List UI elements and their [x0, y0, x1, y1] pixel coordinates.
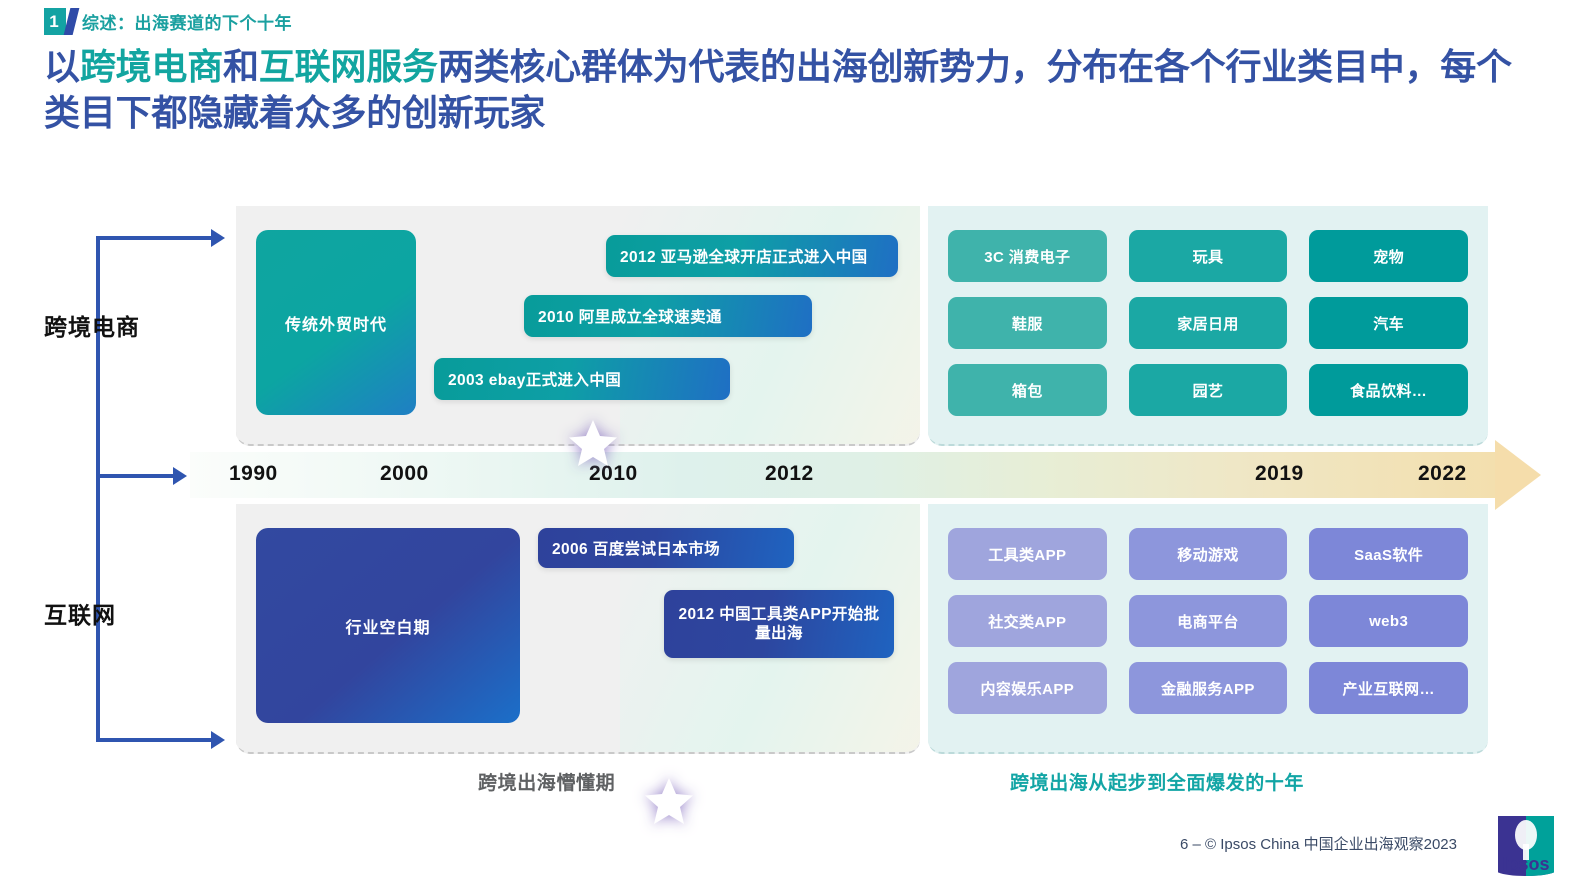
ecommerce-category-tile[interactable]: 箱包	[948, 364, 1107, 416]
timeline-diagram: 跨境电商 互联网 传统外贸时代 2012 亚马逊全球开店正式进入中国 2010 …	[0, 190, 1587, 824]
section-title: 综述：出海赛道的下个十年	[82, 14, 292, 33]
timeline-year-2012: 2012	[765, 462, 814, 485]
title-segment-2: 和	[223, 46, 259, 87]
ecommerce-era-block: 传统外贸时代	[256, 230, 416, 415]
ecommerce-category-tile[interactable]: 宠物	[1309, 230, 1468, 282]
title-segment-3: 两类核心群体为代表的出海创新势力，分布在各个行业类目中，每个类目下都隐藏着众多的…	[44, 46, 1512, 134]
ipsos-logo: Ipsos	[1489, 816, 1563, 876]
internet-category-tile[interactable]: 工具类APP	[948, 528, 1107, 580]
rail-label-ecommerce: 跨境电商	[44, 314, 140, 340]
internet-category-tile[interactable]: 金融服务APP	[1128, 662, 1288, 714]
timeline-year-2000: 2000	[380, 462, 429, 485]
timeline-year-2010: 2010	[589, 462, 638, 485]
ecommerce-category-tile[interactable]: 食品饮料…	[1309, 364, 1468, 416]
title-highlight-internet-services: 互联网服务	[258, 46, 438, 87]
ecommerce-category-tile[interactable]: 鞋服	[948, 297, 1107, 349]
ecommerce-category-tile[interactable]: 园艺	[1128, 364, 1288, 416]
internet-category-tile[interactable]: SaaS软件	[1309, 528, 1468, 580]
timeline-arrow-head	[1495, 440, 1541, 510]
connector-arrow-top	[96, 229, 225, 247]
internet-category-tile[interactable]: 电商平台	[1128, 595, 1288, 647]
ecommerce-category-tile[interactable]: 汽车	[1309, 297, 1468, 349]
ecommerce-category-tile[interactable]: 3C 消费电子	[948, 230, 1107, 282]
internet-category-tile[interactable]: 产业互联网…	[1309, 662, 1468, 714]
section-number-badge: 1	[44, 8, 80, 35]
internet-event-2: 2012 中国工具类APP开始批量出海	[664, 590, 894, 658]
connector-arrow-bottom	[96, 731, 225, 749]
internet-category-tile[interactable]: web3	[1309, 595, 1468, 647]
timeline-year-2022: 2022	[1418, 462, 1467, 485]
internet-category-tile[interactable]: 移动游戏	[1128, 528, 1288, 580]
caption-left: 跨境出海懵懂期	[478, 773, 616, 794]
slide-header: 1 综述：出海赛道的下个十年	[44, 8, 292, 35]
svg-text:Ipsos: Ipsos	[1502, 854, 1549, 874]
ecommerce-category-grid: 3C 消费电子玩具宠物鞋服家居日用汽车箱包园艺食品饮料…	[948, 230, 1468, 416]
ecommerce-category-tile[interactable]: 家居日用	[1128, 297, 1288, 349]
title-highlight-cross-border-ecommerce: 跨境电商	[79, 46, 224, 87]
rail-label-internet: 互联网	[44, 602, 116, 628]
connector-rail-line	[96, 236, 100, 742]
internet-category-panel: 工具类APP 移动游戏 SaaS软件社交类APP 电商平台 web3 内容娱乐APP 金融服…	[928, 504, 1488, 754]
timeline-bar	[190, 452, 1495, 498]
internet-category-grid: 工具类APP 移动游戏 SaaS软件社交类APP 电商平台 web3 内容娱乐APP 金融服…	[948, 528, 1468, 714]
ecommerce-category-panel: 3C 消费电子玩具宠物鞋服家居日用汽车箱包园艺食品饮料…	[928, 206, 1488, 446]
title-segment-1: 以	[44, 46, 80, 87]
connector-arrow-middle	[96, 467, 187, 485]
internet-category-tile[interactable]: 内容娱乐APP	[948, 662, 1107, 714]
internet-era-block: 行业空白期	[256, 528, 520, 723]
timeline-year-2019: 2019	[1255, 462, 1304, 485]
page-title: 以跨境电商和互联网服务两类核心群体为代表的出海创新势力，分布在各个行业类目中，每…	[44, 44, 1524, 136]
badge-number-label: 1	[49, 12, 59, 31]
ecommerce-category-tile[interactable]: 玩具	[1128, 230, 1288, 282]
caption-right: 跨境出海从起步到全面爆发的十年	[1010, 773, 1305, 794]
internet-event-1: 2006 百度尝试日本市场	[538, 528, 794, 568]
internet-category-tile[interactable]: 社交类APP	[948, 595, 1107, 647]
ecommerce-event-1: 2012 亚马逊全球开店正式进入中国	[606, 235, 898, 277]
star-marker-icon	[569, 420, 617, 466]
star-marker-icon	[645, 778, 693, 824]
footer-copyright: 6 – © Ipsos China 中国企业出海观察2023	[1180, 836, 1457, 853]
ecommerce-event-2: 2010 阿里成立全球速卖通	[524, 295, 812, 337]
ecommerce-event-3: 2003 ebay正式进入中国	[434, 358, 730, 400]
timeline-year-1990: 1990	[229, 462, 278, 485]
badge-square-shape	[44, 8, 66, 35]
